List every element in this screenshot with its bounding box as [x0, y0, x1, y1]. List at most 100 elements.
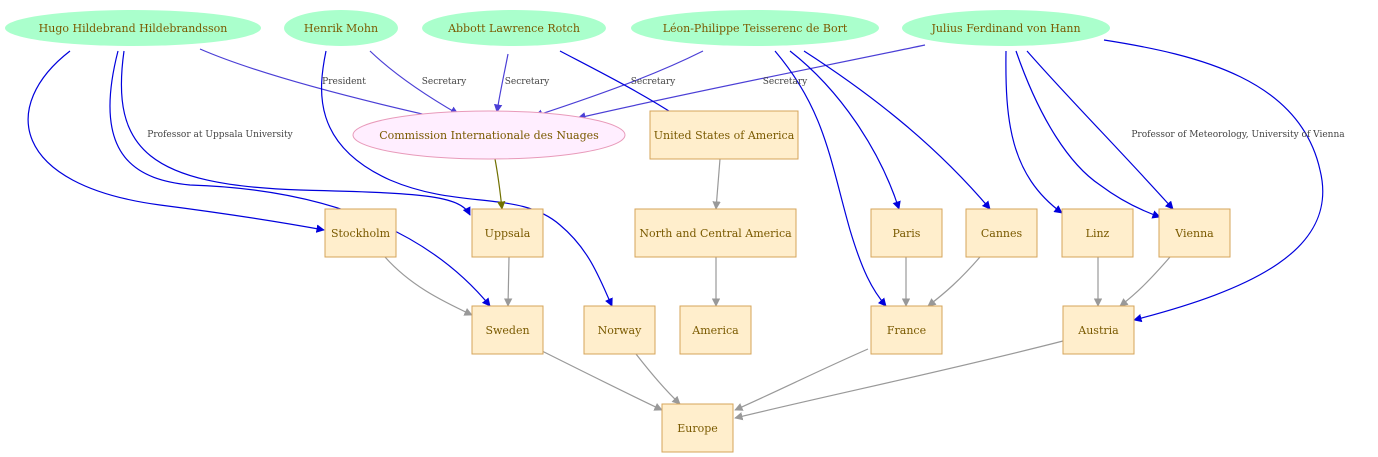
- edge-line: [1103, 39, 1324, 323]
- edge-hildebrandsson-to-sweden: [109, 50, 491, 307]
- edge-rotch-to-commission: [493, 53, 509, 113]
- edge-label: Professor of Meteorology, University of …: [1131, 130, 1345, 140]
- edge-hann-to-vienna: [1026, 50, 1174, 210]
- edge-sweden-to-europe: [539, 349, 663, 411]
- place-node-europe: Europe: [661, 403, 734, 453]
- edge-line: [789, 50, 901, 210]
- edge-hildebrandsson-to-commission: [199, 48, 441, 121]
- place-shape: [471, 208, 544, 258]
- edge-label: Secretary: [631, 77, 676, 87]
- place-node-austria: Austria: [1062, 305, 1135, 355]
- edge-line: [493, 53, 509, 113]
- edge-line: [635, 353, 681, 405]
- edge-hann-to-commission: [577, 44, 926, 121]
- place-shape: [649, 110, 799, 160]
- edge-line: [109, 50, 491, 307]
- edge-label: Secretary: [763, 77, 808, 87]
- place-node-nca: North and Central America: [634, 208, 797, 258]
- edge-hildebrandsson-to-uppsala: [120, 50, 471, 216]
- edge-line: [577, 44, 926, 121]
- edge-line: [384, 256, 473, 316]
- node-label: Norway: [598, 324, 642, 337]
- org-shape: [352, 110, 626, 160]
- edge-label: Secretary: [422, 77, 467, 87]
- place-node-sweden: Sweden: [471, 305, 544, 355]
- org-node-commission: Commission Internationale des Nuages: [352, 110, 626, 160]
- place-node-uppsala: Uppsala: [471, 208, 544, 258]
- node-label: Stockholm: [331, 227, 391, 240]
- node-label: Hugo Hildebrand Hildebrandsson: [39, 22, 228, 35]
- edge-line: [1015, 50, 1161, 219]
- edge-line: [734, 340, 1064, 421]
- place-node-stockholm: Stockholm: [324, 208, 397, 258]
- edge-hann-to-vienna: [1015, 50, 1161, 219]
- place-node-america: America: [679, 305, 752, 355]
- place-node-france: France: [870, 305, 943, 355]
- edge-label: President: [322, 77, 366, 87]
- edge-line: [369, 50, 459, 115]
- edge-cannes-to-france: [927, 256, 981, 307]
- place-node-norway: Norway: [583, 305, 656, 355]
- place-shape: [583, 305, 656, 355]
- edge-line: [927, 256, 981, 307]
- node-label: France: [887, 324, 926, 337]
- person-shape: [902, 10, 1110, 46]
- edge-line: [1026, 50, 1174, 210]
- node-label: Uppsala: [485, 227, 531, 240]
- node-label: Julius Ferdinand von Hann: [930, 22, 1080, 35]
- node-label: Austria: [1077, 324, 1119, 337]
- edge-line: [803, 50, 991, 210]
- edge-teisserenc-to-commission: [534, 50, 704, 118]
- node-label: Léon-Philippe Teisserenc de Bort: [663, 22, 848, 35]
- person-node-rotch: Abbott Lawrence Rotch: [422, 10, 606, 46]
- edge-line: [120, 50, 471, 216]
- edge-line: [734, 348, 869, 411]
- place-shape: [1061, 208, 1134, 258]
- node-label: Cannes: [981, 227, 1023, 240]
- edge-hann-to-austria: [1103, 39, 1324, 323]
- edge-austria-to-europe: [734, 340, 1064, 421]
- place-shape: [965, 208, 1038, 258]
- person-shape: [5, 10, 261, 46]
- place-shape: [1062, 305, 1135, 355]
- person-node-teisserenc: Léon-Philippe Teisserenc de Bort: [631, 10, 879, 46]
- edge-label: Professor at Uppsala University: [147, 130, 293, 140]
- person-shape: [631, 10, 879, 46]
- edge-rotch-to-usa: [559, 50, 681, 119]
- place-node-usa: United States of America: [649, 110, 799, 160]
- edge-line: [320, 50, 613, 307]
- edge-teisserenc-to-france: [774, 50, 887, 307]
- node-label: Sweden: [485, 324, 529, 337]
- place-shape: [679, 305, 752, 355]
- place-shape: [324, 208, 397, 258]
- place-shape: [870, 208, 943, 258]
- edge-france-to-europe: [734, 348, 869, 411]
- person-shape: [284, 10, 398, 46]
- place-shape: [1158, 208, 1231, 258]
- node-label: America: [691, 324, 739, 337]
- edge-hann-to-linz: [1005, 50, 1063, 214]
- edge-line: [1119, 256, 1171, 307]
- person-node-hann: Julius Ferdinand von Hann: [902, 10, 1110, 46]
- edge-teisserenc-to-cannes: [803, 50, 991, 210]
- place-shape: [870, 305, 943, 355]
- node-label: North and Central America: [639, 227, 792, 240]
- place-shape: [634, 208, 797, 258]
- edge-commission-to-uppsala: [494, 158, 506, 210]
- edge-label: Secretary: [505, 77, 550, 87]
- edge-uppsala-to-sweden: [503, 256, 513, 307]
- node-label: United States of America: [654, 129, 795, 142]
- node-label: Paris: [893, 227, 921, 240]
- edge-mohn-to-norway: [320, 50, 613, 307]
- edge-vienna-to-austria: [1119, 256, 1171, 307]
- edge-norway-to-europe: [635, 353, 681, 405]
- edge-line: [774, 50, 887, 307]
- edge-line: [503, 256, 513, 307]
- place-node-paris: Paris: [870, 208, 943, 258]
- node-label: Henrik Mohn: [304, 22, 378, 35]
- place-shape: [471, 305, 544, 355]
- person-shape: [422, 10, 606, 46]
- edge-stockholm-to-sweden: [384, 256, 473, 316]
- edge-line: [539, 349, 663, 411]
